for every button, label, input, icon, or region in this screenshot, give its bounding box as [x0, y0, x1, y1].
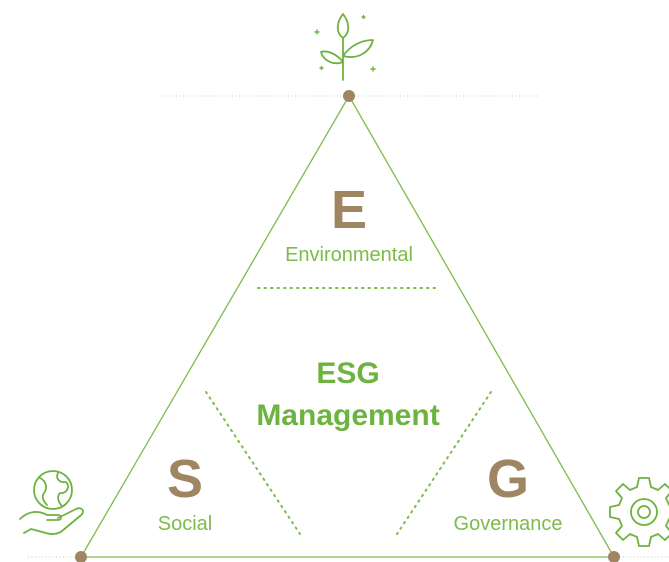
- environmental-letter: E: [331, 180, 367, 240]
- social-label: Social: [158, 513, 212, 535]
- governance-label: Governance: [454, 513, 563, 535]
- governance-letter: G: [487, 449, 529, 509]
- left-vertex: [75, 551, 87, 562]
- governance-separator: [396, 391, 492, 535]
- social-letter: S: [167, 449, 203, 509]
- globe-in-hand-icon: [19, 470, 84, 535]
- esg-triangle: [79, 94, 616, 558]
- environmental-label: Environmental: [285, 244, 413, 266]
- gear-icon: [609, 477, 669, 547]
- right-vertex: [608, 551, 620, 562]
- plant-sprout-icon: [314, 13, 376, 81]
- social-separator: [205, 391, 301, 535]
- top-vertex: [343, 90, 355, 102]
- center-title-line2: Management: [256, 399, 439, 432]
- center-title-line1: ESG: [316, 357, 379, 390]
